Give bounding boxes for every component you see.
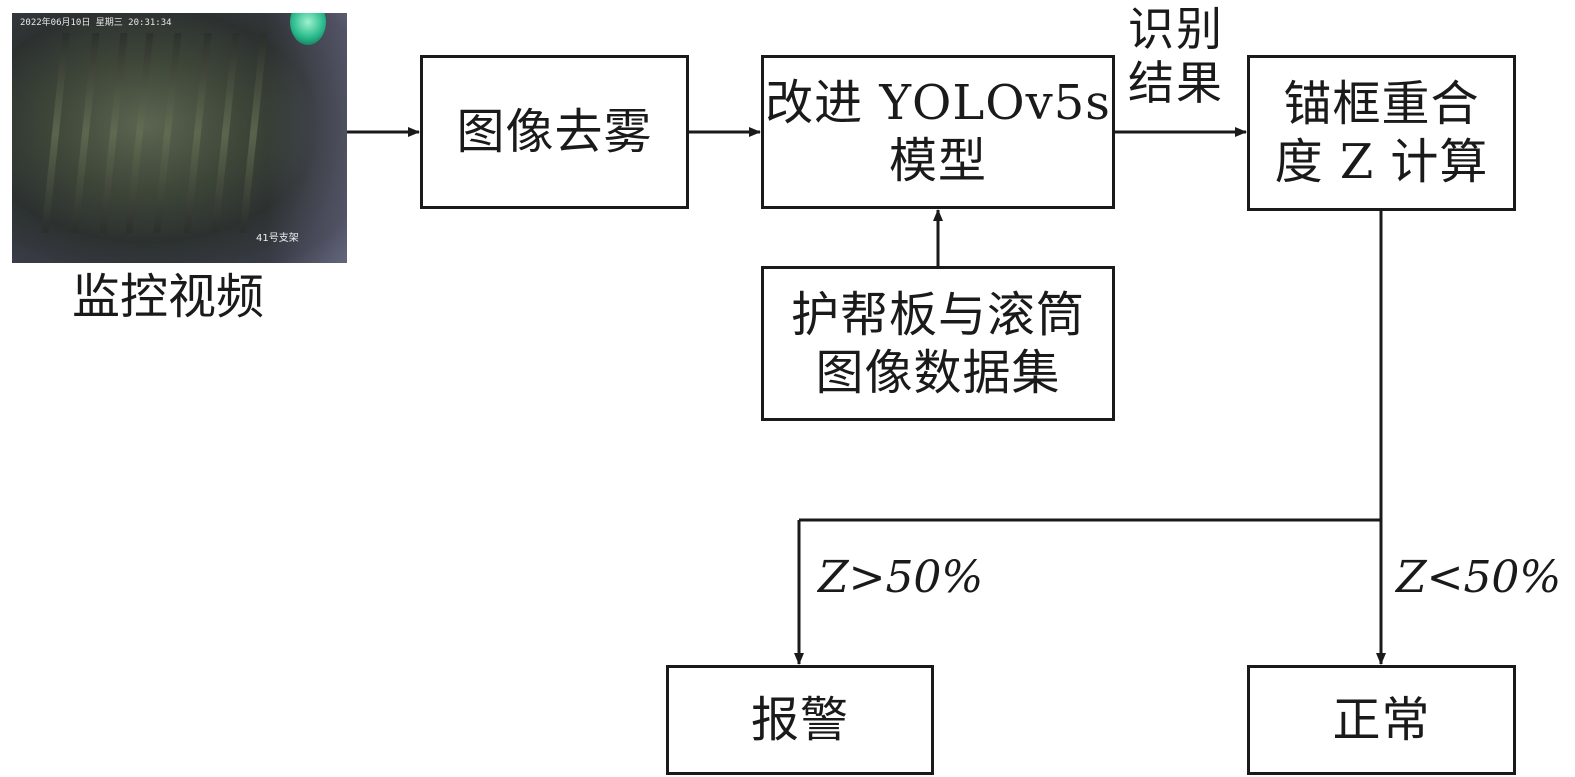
node-overlap-calculation: 锚框重合 度 Z 计算 — [1247, 55, 1516, 211]
surveillance-video-thumbnail: 2022年06月10日 星期三 20:31:34 41号支架 — [12, 13, 347, 263]
edge-label-recognition-result: 识别 结果 — [1128, 2, 1224, 110]
video-timestamp: 2022年06月10日 星期三 20:31:34 — [20, 18, 172, 28]
video-support-tag: 41号支架 — [256, 233, 299, 244]
node-image-dehaze: 图像去雾 — [420, 55, 689, 209]
edge-label-z-greater-50: Z>50% — [818, 552, 984, 603]
node-alarm: 报警 — [666, 665, 934, 775]
node-dataset: 护帮板与滚筒 图像数据集 — [761, 266, 1115, 421]
video-caption: 监控视频 — [72, 269, 265, 325]
edge-label-z-less-50: Z<50% — [1396, 552, 1562, 603]
node-normal: 正常 — [1247, 665, 1516, 775]
node-improved-yolov5s-model: 改进 YOLOv5s 模型 — [761, 55, 1115, 209]
